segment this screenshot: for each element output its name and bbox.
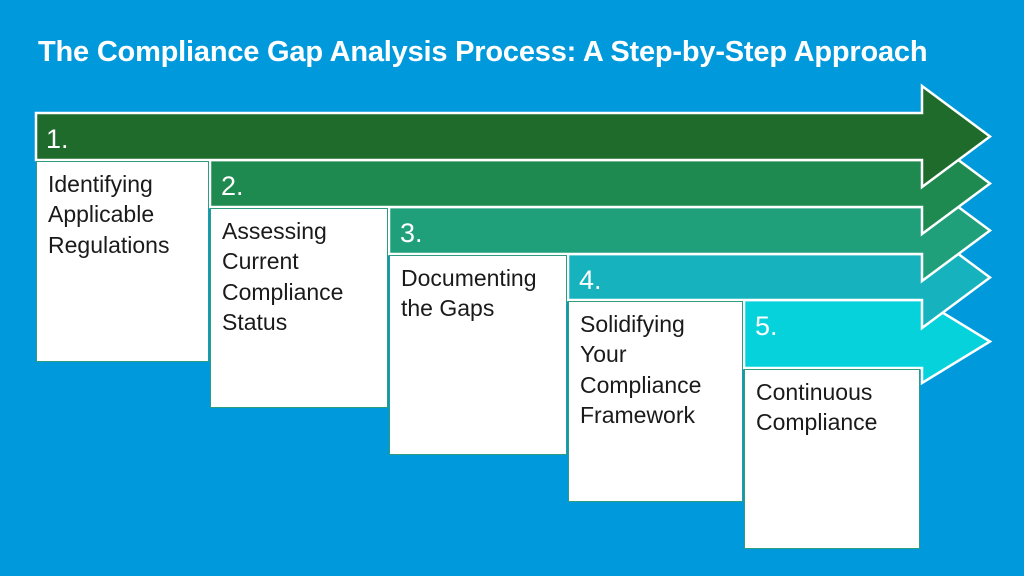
step-number-3: 3. — [400, 218, 423, 248]
step-card-5: Continuous Compliance — [744, 369, 920, 549]
step-label-1: Identifying Applicable Regulations — [48, 171, 170, 258]
step-card-3: Documenting the Gaps — [389, 255, 567, 455]
step-label-3: Documenting the Gaps — [401, 265, 537, 322]
step-number-2: 2. — [221, 171, 244, 201]
step-card-4: Solidifying Your Compliance Framework — [568, 301, 743, 502]
step-card-2: Assessing Current Compliance Status — [210, 208, 388, 408]
step-card-1: Identifying Applicable Regulations — [36, 161, 209, 362]
step-label-4: Solidifying Your Compliance Framework — [580, 311, 702, 429]
step-number-5: 5. — [755, 311, 778, 341]
step-number-1: 1. — [46, 124, 69, 154]
step-label-5: Continuous Compliance — [756, 379, 878, 436]
step-number-4: 4. — [579, 265, 602, 295]
page-title: The Compliance Gap Analysis Process: A S… — [38, 36, 928, 68]
step-label-2: Assessing Current Compliance Status — [222, 218, 344, 336]
